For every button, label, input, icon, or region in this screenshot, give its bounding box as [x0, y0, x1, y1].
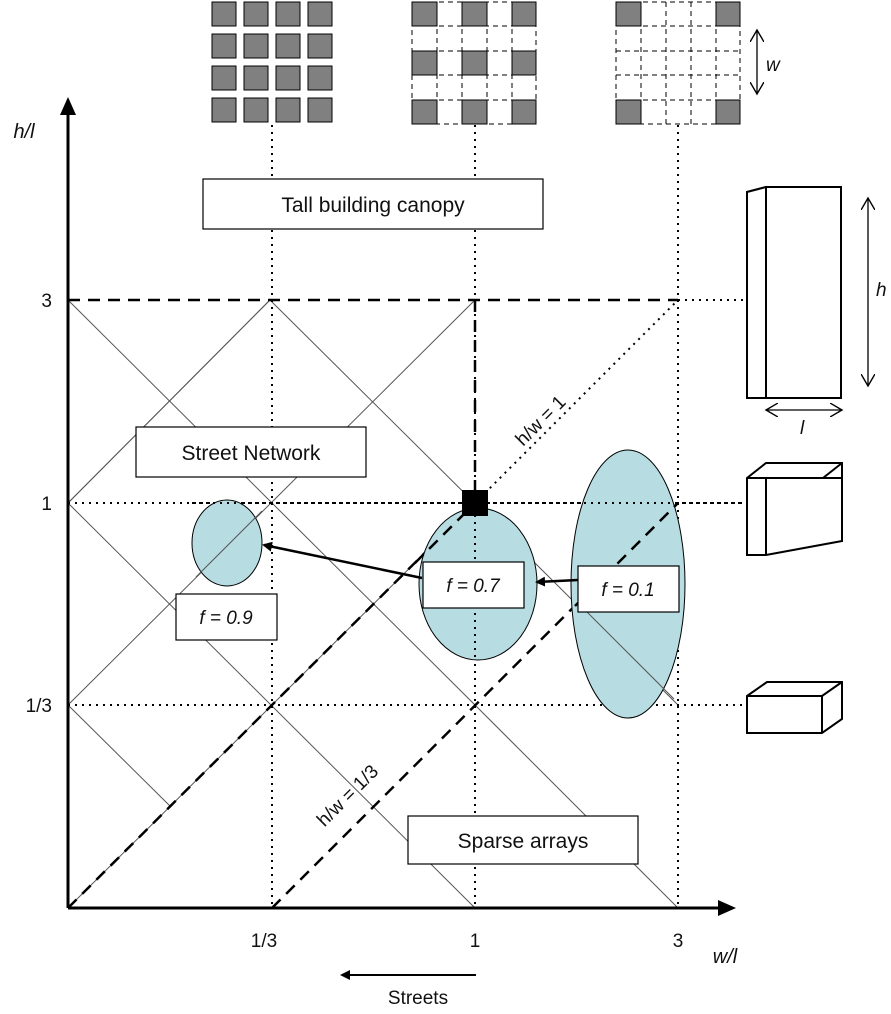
y-tick-3: 3 — [41, 291, 52, 312]
f09-label: f = 0.9 — [199, 608, 253, 629]
w-dimension-label: w — [766, 55, 781, 76]
sparse-layout-icon — [615, 1, 741, 125]
hw1-label: h/w = 1 — [512, 392, 571, 451]
h-dimension-label: h — [876, 280, 887, 301]
tall-building-icon — [746, 185, 842, 399]
x-axis-title: w/l — [713, 946, 738, 968]
hw13-label: h/w = 1/3 — [313, 761, 383, 831]
dense-layout-icon — [211, 1, 333, 123]
y-axis-title: h/l — [13, 121, 35, 143]
tall-canopy-box — [202, 178, 544, 230]
dotted-over-ellipses — [192, 502, 745, 660]
f01-box — [577, 565, 680, 613]
cube-building-icon — [746, 462, 843, 556]
l-dimension-label: l — [800, 418, 805, 439]
x-tick-3: 3 — [673, 931, 684, 952]
f01-label: f = 0.1 — [601, 580, 654, 601]
f07-box — [422, 561, 525, 609]
streets-label: Streets — [388, 988, 448, 1009]
y-tick-1-3: 1/3 — [26, 696, 52, 717]
f09-box — [175, 593, 278, 641]
x-tick-1-3: 1/3 — [251, 931, 277, 952]
arrow-f01-to-f07 — [535, 576, 579, 587]
tall-canopy-label: Tall building canopy — [281, 194, 465, 217]
y-tick-1: 1 — [41, 494, 52, 515]
low-building-icon — [746, 681, 843, 734]
dotted-grid — [68, 125, 745, 908]
sparse-arrays-box — [407, 815, 639, 865]
arrow-f07-to-f09 — [262, 541, 423, 580]
street-network-label: Street Network — [182, 442, 321, 465]
medium-layout-icon — [411, 1, 537, 125]
ellipse-f09 — [191, 499, 263, 587]
sparse-arrays-label: Sparse arrays — [458, 830, 589, 853]
f07-label: f = 0.7 — [446, 576, 501, 597]
dashed-bounds — [67, 298, 679, 909]
street-network-box — [135, 426, 367, 478]
lattice-over-ellipses — [195, 510, 675, 700]
reference-square — [462, 490, 488, 516]
x-tick-1: 1 — [470, 931, 481, 952]
